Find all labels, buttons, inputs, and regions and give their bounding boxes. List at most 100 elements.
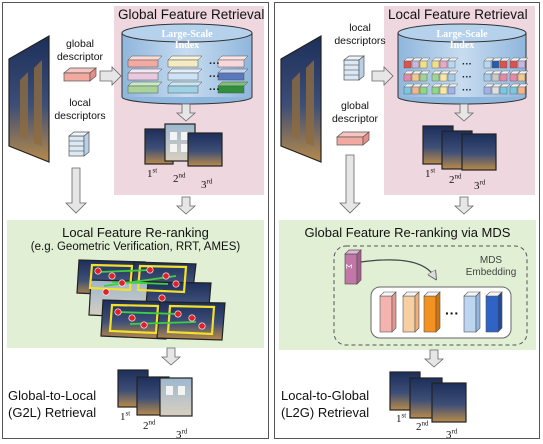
g2l-arrow-to-final [160,347,182,366]
g2l-global-retrieval-title: Global Feature Retrieval [118,7,265,22]
l2g-local-retrieval-title: Local Feature Retrieval [388,7,528,22]
l2g-rank-1: 1st [425,166,435,180]
index-cube [411,60,420,69]
l2g-index-entries: ··· ··· ··· [403,57,529,96]
l2g-final-results [389,371,467,423]
l2g-global-descriptor-icon [336,131,370,146]
l2g-local-descriptors-text: local descriptors [334,22,386,47]
rank-text: 1st [120,409,131,423]
l2g-index-label-text: Large-Scale Index [436,29,488,51]
index-cube [403,86,412,95]
index-cube [447,86,456,95]
g2l-rank-2: 2nd [173,171,186,185]
index-cube [403,73,412,82]
mds-curved-arrow [360,259,434,276]
index-cube [499,86,508,95]
dots: ··· [445,305,459,321]
index-cube [517,86,526,95]
network-layer-side [475,291,481,333]
g2l-final-rank-3: 3rd [176,427,187,441]
g2l-index-label-text: Large-Scale Index [161,29,213,51]
rank-text: 3rd [201,177,213,191]
g2l-query-image [8,34,50,163]
index-cube [419,86,428,95]
g2l-local-descriptors-label: local descriptors [52,97,108,123]
mds-network-layers [379,291,503,333]
index-cube [491,73,500,82]
g2l-arrow-local-down [65,167,87,214]
index-cube [431,60,440,69]
g2l-geometric-verification-images [76,259,226,341]
l2g-rank-3: 3rd [474,178,485,192]
network-layer [402,295,416,333]
mds-input-block [344,249,362,285]
index-cube [403,60,412,69]
g2l-final-rank-2: 2nd [143,418,156,432]
dots: ··· [209,84,220,96]
g2l-arrow-to-rerank [175,196,197,215]
g2l-retrieved-images [144,123,223,167]
network-layer [423,295,437,333]
rank-text: 3rd [474,178,486,192]
l2g-index-label: Large-Scale Index [425,29,499,51]
network-layer-side [391,291,397,333]
l2g-global-descriptor-text: global descriptor [331,100,379,125]
rank-text: 2nd [449,172,462,186]
rank-text: 1st [425,166,436,180]
g2l-caption-text: Global-to-Local (G2L) Retrieval [8,388,97,420]
index-cube [447,60,456,69]
rank-text: 3rd [176,427,188,441]
index-cube [419,73,428,82]
l2g-local-descriptors-icon [343,55,365,81]
l2g-arrow-to-index [371,66,394,86]
g2l-final-results [117,369,193,417]
dots: ··· [462,85,472,96]
g2l-rank-3: 3rd [201,177,212,191]
index-cube [411,86,420,95]
network-layer-side [497,291,503,333]
mds-module-box [333,245,528,346]
g2l-index-entries: ··· ··· ··· [127,55,249,96]
dots: ··· [462,59,472,70]
network-layer [379,295,393,333]
index-cube [439,60,448,69]
dots: ··· [462,72,472,83]
rank-text: 3rd [446,427,458,441]
l2g-arrow-to-results [453,103,475,122]
l2g-local-descriptors-label: local descriptors [332,22,388,48]
l2g-caption: Local-to-Global (L2G) Retrieval [281,387,377,421]
index-cube [499,73,508,82]
g2l-rerank-subtitle: (e.g. Geometric Verification, RRT, AMES) [30,241,241,253]
l2g-arrow-to-rerank [453,196,475,215]
index-cube [509,60,518,69]
g2l-global-descriptor-label: global descriptor [55,38,105,64]
network-layer-side [435,291,441,333]
rank-text: 2nd [173,171,186,185]
index-cube [499,60,508,69]
network-layer [463,295,477,333]
l2g-final-rank-3: 3rd [446,427,457,441]
index-cube [491,86,500,95]
index-cube [439,73,448,82]
l2g-rank-2: 2nd [449,172,462,186]
l2g-global-descriptor-label: global descriptor [330,100,380,126]
index-cube [491,60,500,69]
g2l-global-descriptor-text: global descriptor [56,38,104,63]
index-cube [509,73,518,82]
l2g-rerank-title: Global Feature Re-ranking via MDS [304,225,511,240]
index-cube [431,86,440,95]
index-cube [419,60,428,69]
g2l-arrow-to-results [175,103,197,122]
g2l-caption: Global-to-Local (G2L) Retrieval [8,387,104,421]
l2g-arrow-to-final [423,349,445,368]
g2l-global-descriptor-icon [63,67,97,82]
rank-text: 1st [396,411,407,425]
network-layer-side [414,291,420,333]
index-cube [509,86,518,95]
rank-text: 1st [147,166,158,180]
index-cube [483,60,492,69]
l2g-retrieved-images [422,125,497,171]
dots: ··· [209,58,220,70]
l2g-arrow-global-down [339,154,361,214]
